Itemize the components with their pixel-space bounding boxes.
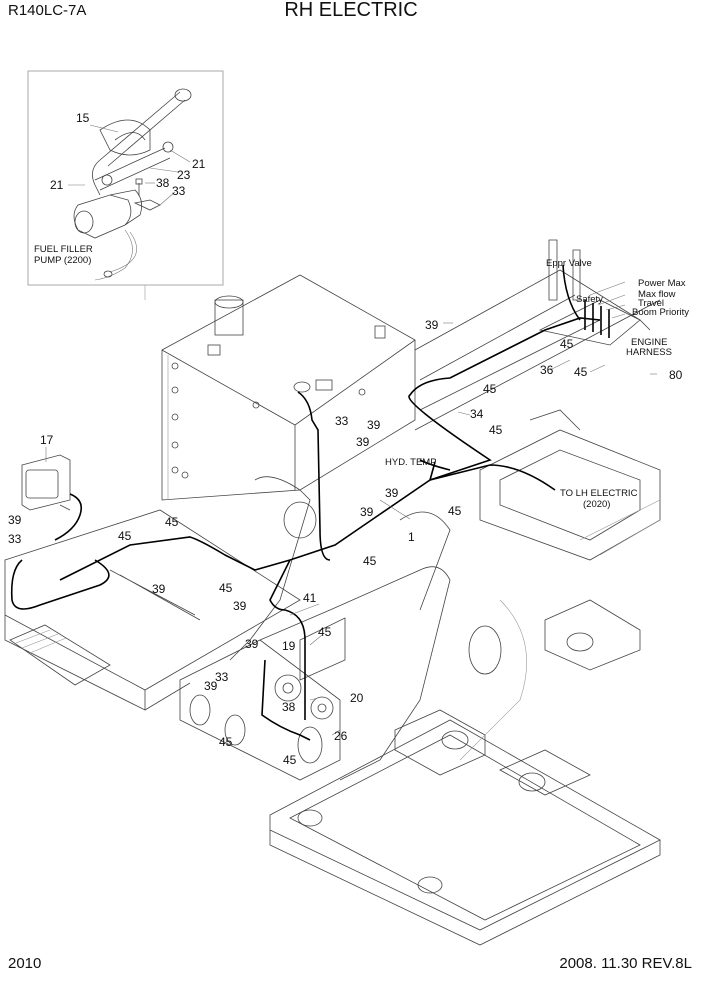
callout-39: 39 <box>425 318 439 332</box>
callout-33: 33 <box>8 532 22 546</box>
boom-priority-note: Boom Priority <box>632 307 689 318</box>
safety-note: Safety <box>576 294 603 305</box>
callout-34: 34 <box>470 407 484 421</box>
callout-33: 33 <box>335 414 349 428</box>
callout-15: 15 <box>76 111 90 125</box>
lower-frame <box>269 499 661 946</box>
callout-1: 1 <box>408 530 415 544</box>
callout-39: 39 <box>8 513 22 527</box>
power-max-note: Power Max <box>638 278 686 289</box>
callout-45: 45 <box>489 423 503 437</box>
callout-23: 23 <box>177 168 191 182</box>
callout-39: 39 <box>367 418 381 432</box>
callout-45: 45 <box>283 753 297 767</box>
callout-45: 45 <box>448 504 462 518</box>
page-title: RH ELECTRIC <box>284 0 418 21</box>
callout-39: 39 <box>385 486 399 500</box>
travel-note: Travel <box>638 298 664 309</box>
callout-45: 45 <box>219 581 233 595</box>
fuel-filler-caption: FUEL FILLER <box>34 244 93 255</box>
callout-38: 38 <box>282 700 296 714</box>
callout-17: 17 <box>40 433 54 447</box>
callout-39: 39 <box>245 637 259 651</box>
callout-26: 26 <box>334 729 348 743</box>
model-name: R140LC-7A <box>8 2 87 19</box>
boom-foot <box>179 476 502 781</box>
fuel-filler-caption: PUMP (2200) <box>34 255 91 266</box>
eppr-valve-note: Eppr Valve <box>546 258 592 269</box>
callout-45: 45 <box>318 625 332 639</box>
callout-45: 45 <box>560 337 574 351</box>
callout-33: 33 <box>215 670 229 684</box>
callout-45: 45 <box>574 365 588 379</box>
to-lh-electric-note: TO LH ELECTRIC <box>560 488 638 499</box>
leader-lines <box>45 281 657 736</box>
wire-harness <box>10 264 610 741</box>
callout-19: 19 <box>282 639 296 653</box>
callout-39: 39 <box>356 435 370 449</box>
hyd-temp-note: HYD. TEMP <box>385 457 437 468</box>
fuel-filler-pump-inset: 15 21 21 23 38 33 FUEL FILLER PUMP (2200… <box>27 70 224 300</box>
callout-21: 21 <box>50 178 64 192</box>
engine-harness-note: ENGINE <box>631 337 667 348</box>
left-platform <box>4 509 301 711</box>
engine-harness-note: HARNESS <box>626 347 672 358</box>
callout-38: 38 <box>156 176 170 190</box>
callout-21: 21 <box>192 157 206 171</box>
page-number: 2010 <box>8 955 42 972</box>
callout-20: 20 <box>350 691 364 705</box>
callout-45: 45 <box>483 382 497 396</box>
callout-33: 33 <box>172 184 186 198</box>
callout-45: 45 <box>219 735 233 749</box>
callout-45: 45 <box>118 529 132 543</box>
max-flow-note: Max flow <box>638 289 676 300</box>
callout-45: 45 <box>363 554 377 568</box>
callout-36: 36 <box>540 363 554 377</box>
callout-45: 45 <box>165 515 179 529</box>
callout-41: 41 <box>303 591 317 605</box>
fuel-tank <box>161 274 416 501</box>
work-light <box>21 454 83 541</box>
to-lh-electric-note: (2020) <box>583 499 610 510</box>
callout-39: 39 <box>204 679 218 693</box>
callout-39: 39 <box>360 505 374 519</box>
revision-date: 2008. 11.30 REV.8L <box>559 955 692 972</box>
callout-80: 80 <box>669 368 683 382</box>
callout-39: 39 <box>152 582 166 596</box>
callout-39: 39 <box>233 599 247 613</box>
